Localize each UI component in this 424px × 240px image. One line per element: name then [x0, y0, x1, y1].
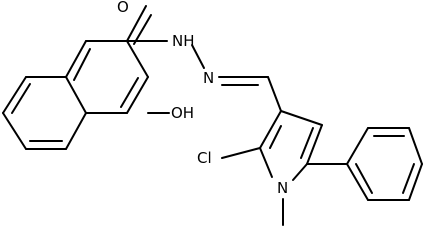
molecule-drawing: O NH N OH Cl N — [2, 0, 423, 226]
nh-label: NH — [172, 32, 195, 50]
carbonyl-group — [126, 5, 168, 45]
chlorine-label: Cl — [197, 149, 212, 167]
chlorine-bond — [221, 147, 261, 159]
naphthalene-right-ring — [65, 40, 149, 114]
structure-svg: O NH N OH Cl N — [2, 0, 423, 226]
pyrrole-ring — [259, 110, 323, 181]
carbonyl-oxygen-label: O — [117, 0, 129, 16]
hydrazide-linkage — [191, 44, 282, 112]
hydroxyl-label: OH — [171, 104, 194, 122]
imine-n-label: N — [203, 69, 214, 87]
pyrrole-n-label: N — [277, 179, 288, 197]
naphthalene-left-ring — [2, 76, 87, 150]
phenyl-ring — [346, 127, 423, 201]
